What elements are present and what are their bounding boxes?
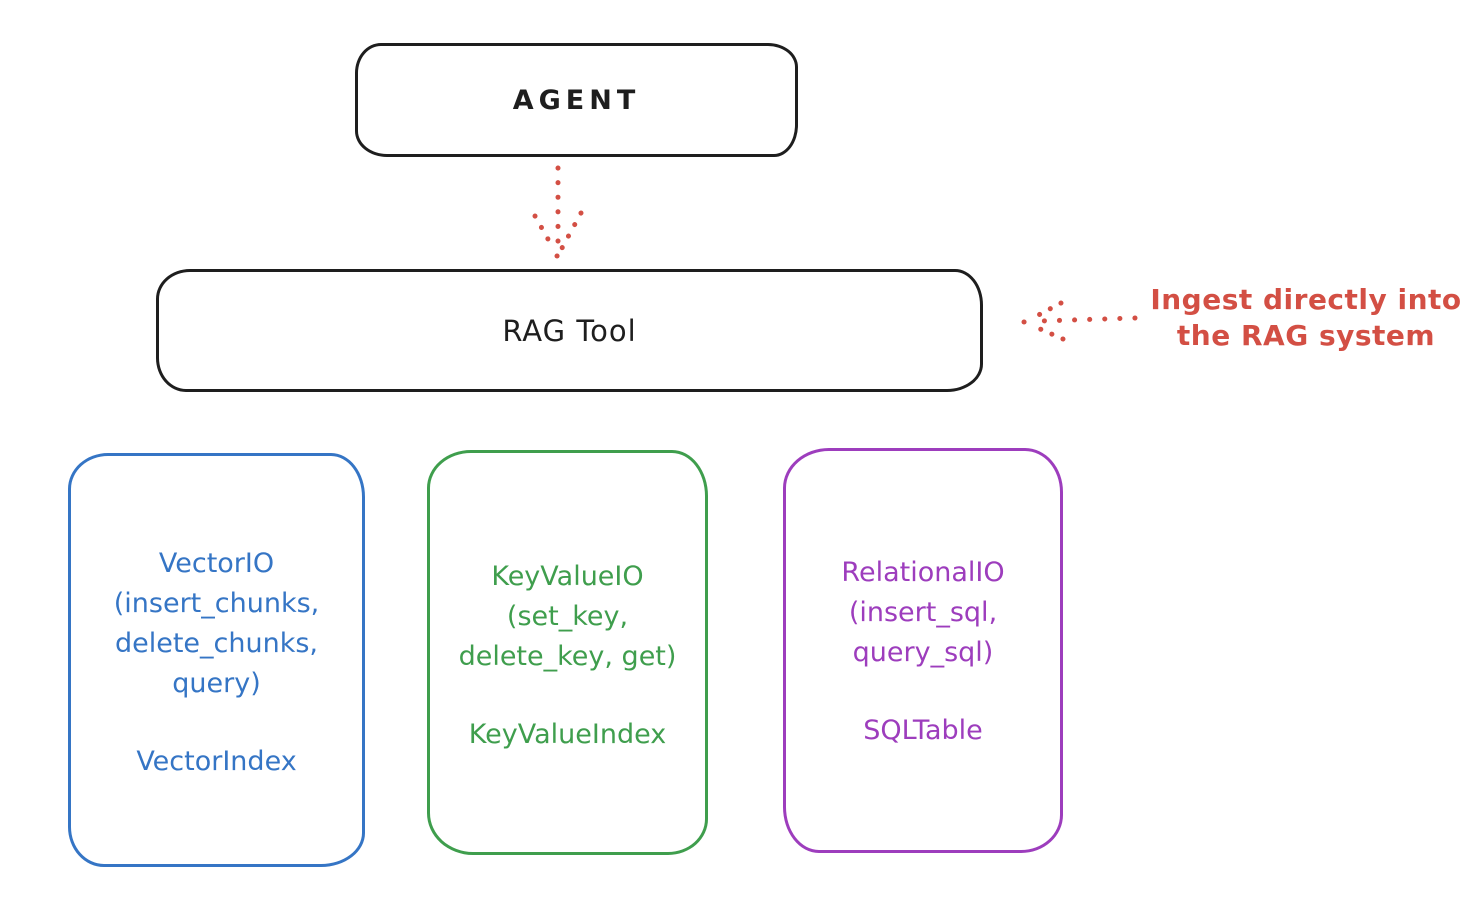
relational-io-line: (insert_sql, (848, 597, 998, 628)
vector-io-title: VectorIO (158, 548, 275, 579)
keyvalue-io-line: (set_key, (506, 601, 629, 632)
relational-io-title: RelationalIO (841, 557, 1005, 588)
vector-io-line: (insert_chunks, (113, 588, 320, 619)
ingest-annotation: Ingest directly into the RAG system (1128, 282, 1484, 354)
keyvalue-io-methods: KeyValueIO (set_key, delete_key, get) (459, 557, 677, 677)
vector-index-label: VectorIndex (136, 746, 297, 777)
relational-io-box[interactable]: RelationalIO (insert_sql, query_sql) SQL… (783, 448, 1063, 853)
keyvalue-io-title: KeyValueIO (491, 561, 644, 592)
sql-table-label: SQLTable (863, 715, 983, 746)
vector-io-box[interactable]: VectorIO (insert_chunks, delete_chunks, … (68, 453, 365, 867)
keyvalue-io-box[interactable]: KeyValueIO (set_key, delete_key, get) Ke… (427, 450, 708, 855)
ingest-annotation-line1: Ingest directly into (1150, 283, 1462, 316)
keyvalue-io-line: delete_key, get) (458, 641, 677, 672)
vector-io-line: delete_chunks, (114, 628, 318, 659)
rag-tool-box-label: RAG Tool (502, 313, 637, 348)
vector-io-line: query) (172, 668, 261, 699)
relational-io-line: query_sql) (852, 637, 994, 668)
rag-tool-box[interactable]: RAG Tool (156, 269, 983, 392)
ingest-annotation-line2: the RAG system (1176, 319, 1436, 352)
ingest-annotation-arrow (1021, 300, 1138, 342)
agent-to-ragtool-arrow (532, 165, 584, 259)
vector-io-methods: VectorIO (insert_chunks, delete_chunks, … (114, 544, 319, 704)
relational-io-methods: RelationalIO (insert_sql, query_sql) (841, 553, 1004, 673)
agent-box[interactable]: AGENT (355, 43, 798, 157)
agent-box-label: AGENT (512, 84, 641, 116)
keyvalue-index-label: KeyValueIndex (468, 719, 667, 750)
